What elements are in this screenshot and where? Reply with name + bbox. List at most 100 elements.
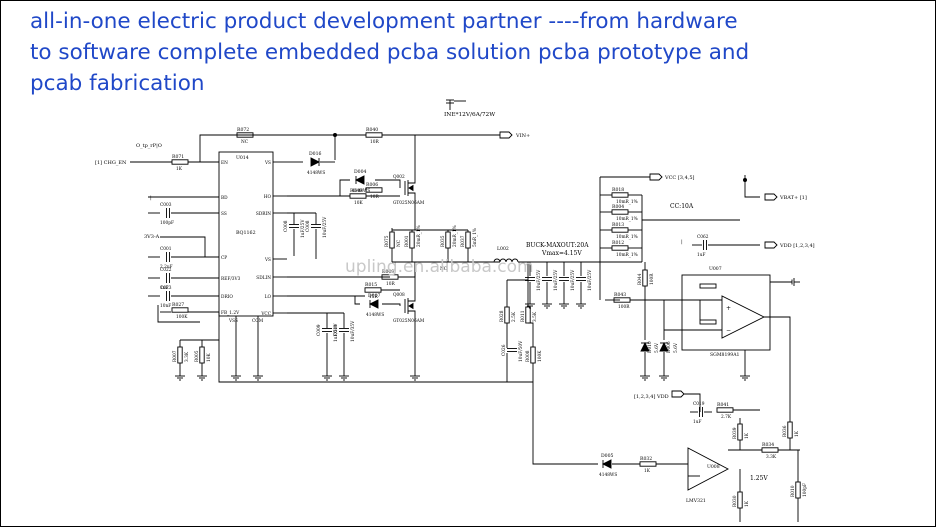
capacitor-ref-c001: C001 — [160, 247, 172, 252]
capacitor-value-c010: 10uF/35V — [351, 320, 356, 342]
resistor-value-r030: 1K — [745, 500, 750, 507]
resistor-value-r028: 2.5K — [512, 311, 517, 322]
diode-ref-d010: D010 — [648, 341, 653, 353]
inductor-l002 — [511, 258, 519, 263]
net-port-p-vin — [499, 131, 513, 139]
diode-value-d007: 4148WS — [366, 313, 384, 318]
resistor-r018 — [611, 192, 629, 198]
resistor-value-r041: 2.7K — [721, 415, 732, 420]
ic-pin-right: VCC — [260, 312, 271, 317]
resistor-value-r015: 15R — [369, 295, 378, 300]
resistor-ref-r013: R013 — [612, 222, 624, 228]
ic-pin-left: FB_1.2V — [221, 311, 240, 316]
capacitor-ref-c009: C009 — [317, 324, 322, 336]
resistor-r044 — [642, 269, 648, 287]
resistor-value-r008: 100K — [538, 350, 543, 362]
wire — [354, 296, 360, 305]
wire — [160, 236, 206, 257]
cc-note: CC:10A — [670, 203, 694, 210]
diode-value-d005: 4148WS — [599, 473, 617, 478]
capacitor-ref-c-sw: C008 — [306, 220, 311, 232]
capacitor-ref-c062: C062 — [697, 235, 709, 240]
diode-d010 — [640, 341, 650, 352]
resistor-value-r018: 10mR_1% — [616, 200, 638, 205]
resistor-ref-r007: R007 — [173, 350, 178, 362]
ic-part-cmp: LMV321 — [686, 498, 706, 504]
wire — [375, 179, 401, 188]
ic-pin-left: CP — [221, 256, 227, 261]
capacitor-ref-c019: C019 — [693, 402, 705, 407]
resistor-ref-r008: R008 — [526, 350, 531, 362]
buck-note-line2: Vmax=4.15V — [541, 250, 582, 257]
power-input-note: INE*12V/6A/72W — [444, 112, 495, 118]
resistor-ref-r075: R075 — [385, 235, 390, 247]
capacitor-value-c003: 100pF — [160, 221, 174, 226]
ic-pin-left: BD — [221, 196, 228, 201]
resistor-r072 — [236, 132, 254, 138]
diode-d005 — [601, 459, 612, 469]
resistor-ref-r039: R039 — [733, 427, 738, 439]
resistor-value-r007: 3.3K — [185, 351, 190, 362]
diode-ref-d004: D004 — [354, 169, 367, 175]
ic-pin-right: SDLIN — [256, 276, 271, 281]
resistor-r036 — [787, 421, 793, 439]
wire — [684, 393, 701, 412]
resistor-value-r006: 10R — [370, 195, 379, 200]
resistor-r028 — [504, 306, 510, 324]
mosfet-source-q002 — [408, 192, 416, 200]
headline-line-2: to software complete embedded pcba solut… — [30, 40, 750, 65]
wire — [764, 316, 791, 350]
resistor-r010 — [795, 481, 801, 499]
resistor-r008 — [530, 346, 536, 364]
resistor-r011 — [525, 306, 531, 324]
resistor-ref-r005: R005 — [195, 350, 200, 362]
resistor-value-r044: 100R — [650, 273, 655, 285]
signal-note: O_tp_rP|O — [136, 143, 162, 149]
resistor-value-r034: 3.3K — [766, 455, 777, 460]
resistor-ref-r018: R018 — [612, 187, 624, 193]
resistor-value-r012: 10mR_1% — [616, 253, 638, 258]
resistor-ref-r041: R041 — [717, 402, 729, 408]
resistor-r006 — [365, 187, 383, 193]
resistor-ref-r037: R037 — [461, 235, 466, 247]
watermark: upling.en.alibaba.com — [345, 257, 534, 277]
resistor-r001 — [409, 231, 415, 249]
wire — [744, 175, 760, 198]
resistor-r039 — [737, 423, 743, 441]
resistor-r032 — [639, 461, 657, 467]
diode-d006 — [659, 341, 669, 352]
ic-pin-left: DRIO — [221, 295, 233, 300]
net-port-label-p-vbat: VBAT+ [1] — [779, 195, 807, 201]
capacitor-value-c062: 1uF — [697, 253, 706, 258]
resistor-ref-r071: R071 — [172, 154, 184, 160]
net-port-label-p-vdd: VDD [1,2,3,4] — [779, 243, 815, 249]
resistor-ref-r015: R015 — [365, 282, 377, 288]
resistor-ref-r001: R001 — [405, 235, 410, 247]
capacitor-ref-c003: C003 — [160, 203, 172, 208]
diode-value-d006: 5.6V — [674, 342, 679, 353]
resistor-ref-r049: R049 — [350, 188, 362, 194]
resistor-value-r010: 100pF — [803, 483, 808, 497]
capacitor-value-c009: 1uF/50V — [334, 323, 339, 342]
resistor-ref-r043: R043 — [614, 292, 626, 298]
capacitor-value-c008: 1uF/25V — [301, 219, 306, 238]
net-port-label-p-vcc: VCC [3,4,5] — [664, 175, 695, 181]
ic-pin-bottom: VSS — [228, 319, 238, 324]
capacitor-value-c001: 2.2uF — [160, 265, 173, 270]
resistor-value-r004: 10mR_1% — [616, 217, 638, 222]
mosfet-ref-q002: Q002 — [393, 175, 405, 180]
ic-opamp-frame — [681, 274, 771, 351]
resistor-r040 — [365, 132, 383, 138]
resistor-ref-r006: R006 — [366, 182, 378, 188]
inductor-ref: L002 — [497, 246, 509, 252]
cap-marker: | — [150, 195, 152, 201]
mosfet-ref-q008: Q008 — [393, 293, 405, 298]
capacitor-value-c-sw: 10uF/25V — [323, 216, 328, 238]
resistor-r071 — [171, 159, 189, 165]
resistor-r075 — [389, 231, 395, 249]
resistor-r034 — [761, 447, 779, 453]
resistor-ref-r072: R072 — [237, 127, 249, 133]
resistor-value-r071: 1K — [176, 167, 183, 172]
diode-d004 — [354, 175, 365, 185]
